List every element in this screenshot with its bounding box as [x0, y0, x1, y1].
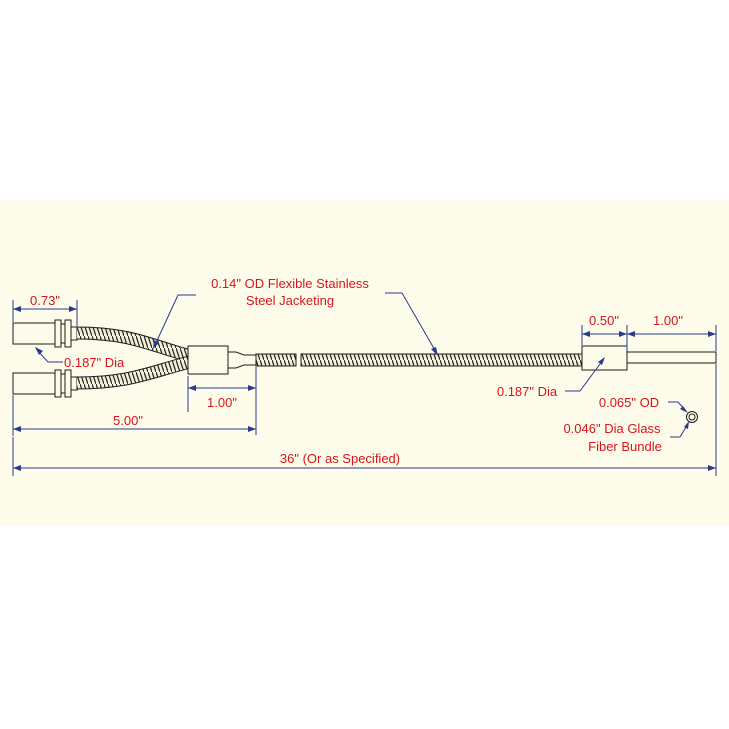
overall-length-label: 36" (Or as Specified): [280, 451, 400, 466]
bundle-label-line2: Fiber Bundle: [588, 439, 662, 454]
dim-500-line: [12, 395, 256, 436]
od-leader: [668, 401, 688, 413]
jacket-branch-upper-fill: [76, 327, 192, 362]
dim-100-right-line: [627, 325, 717, 351]
dim-100-left-label: 1.00": [207, 395, 237, 410]
jacket-label-line1: 0.14" OD Flexible Stainless: [211, 276, 369, 291]
left-connector-upper: [12, 319, 78, 348]
jacket-main-left: [255, 353, 297, 367]
dim-073-line: [12, 300, 78, 326]
jacket-branch-lower-fill: [76, 356, 192, 389]
bundle-leader: [670, 421, 689, 438]
dim-100-right-label: 1.00": [653, 313, 683, 328]
bundle-label-line1: 0.046" Dia Glass: [563, 421, 661, 436]
dia-left-label: 0.187" Dia: [64, 355, 125, 370]
jacket-main-right: [300, 353, 583, 367]
dim-050-label: 0.50": [589, 313, 619, 328]
jacket-label-line2: Steel Jacketing: [246, 293, 334, 308]
dim-overall-line: [12, 364, 717, 476]
dim-050-line: [581, 325, 628, 351]
dia-left-leader: [35, 347, 63, 363]
left-connector-lower: [12, 369, 78, 398]
dim-073-label: 0.73": [30, 293, 60, 308]
dim-500-label: 5.00": [113, 413, 143, 428]
jacket-leaders: [153, 292, 438, 356]
fiber-end-view: [686, 411, 698, 423]
dim-100-left-line: [187, 367, 257, 435]
dia-right-label: 0.187" Dia: [497, 384, 558, 399]
dia-right-leader: [565, 357, 605, 392]
fiber-bundle-tip: [626, 351, 717, 364]
od-065-label: 0.065" OD: [599, 395, 659, 410]
